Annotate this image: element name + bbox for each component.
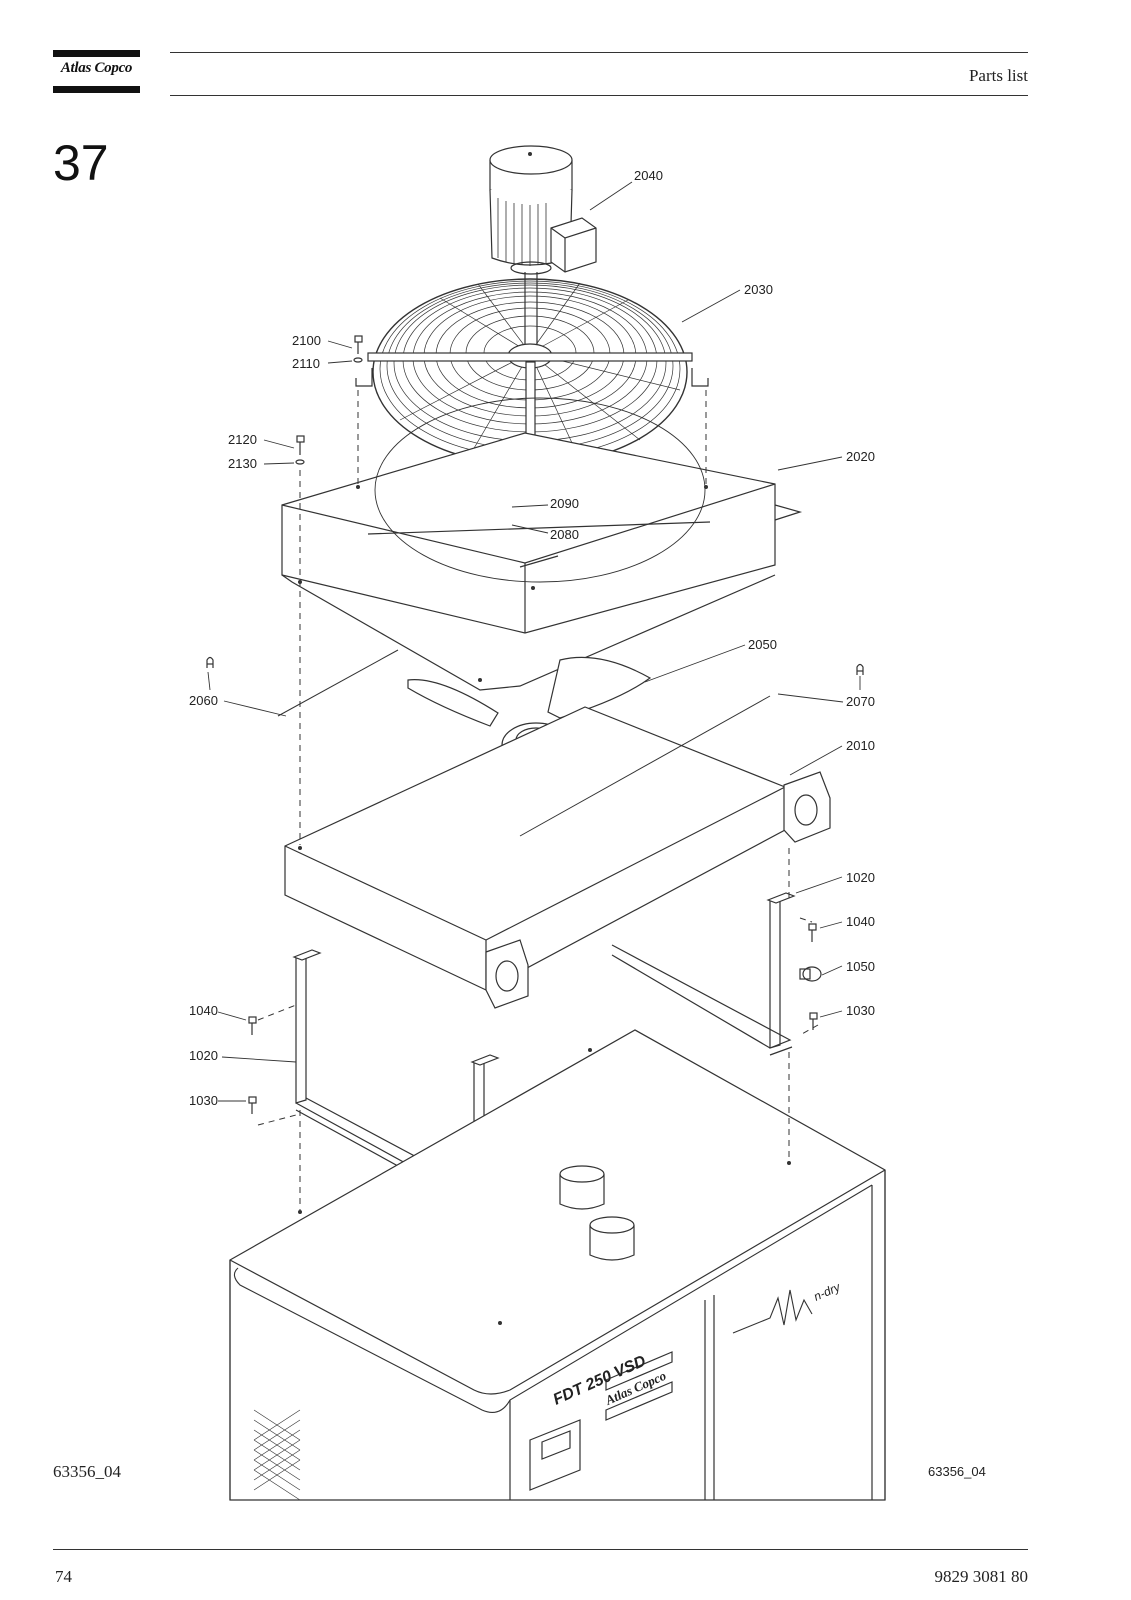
callout-2050: 2050 <box>748 637 777 652</box>
page-number: 74 <box>55 1567 72 1586</box>
callout-2010: 2010 <box>846 738 875 753</box>
leader-lines <box>207 181 861 1102</box>
header-rule-bottom <box>170 95 1028 96</box>
callout-2090: 2090 <box>550 496 579 511</box>
callout-1030-left: 1030 <box>189 1093 218 1108</box>
callout-1030-right: 1030 <box>846 1003 875 1018</box>
bolt-2100 <box>353 335 363 363</box>
callout-2030: 2030 <box>744 282 773 297</box>
callout-1040-left: 1040 <box>189 1003 218 1018</box>
clip-2070 <box>856 663 864 675</box>
cooler-block <box>277 649 831 1009</box>
callout-2060: 2060 <box>189 693 218 708</box>
clamp-1050 <box>799 966 822 982</box>
dryer-cabinet <box>229 1029 886 1501</box>
assembly-guide-lines <box>257 390 819 1210</box>
bolt-1040-left <box>248 1016 257 1035</box>
callout-1020-left: 1020 <box>189 1048 218 1063</box>
support-frame-right <box>611 892 796 1056</box>
callout-1020-right: 1020 <box>846 870 875 885</box>
callout-1040-right: 1040 <box>846 914 875 929</box>
bolt-1040-right <box>808 923 817 942</box>
figure-ref-right: 63356_04 <box>928 1464 986 1479</box>
atlas-copco-logo: Atlas Copco <box>53 50 140 93</box>
clip-2060 <box>206 656 214 668</box>
fan-motor <box>489 145 597 360</box>
fan-shroud <box>281 397 803 691</box>
callout-2020: 2020 <box>846 449 875 464</box>
callout-2120: 2120 <box>228 432 257 447</box>
callout-2070: 2070 <box>846 694 875 709</box>
header-rule-top <box>170 52 1028 53</box>
callout-1050: 1050 <box>846 959 875 974</box>
callout-2100: 2100 <box>292 333 321 348</box>
footer-rule <box>53 1549 1028 1550</box>
fastener-dots <box>298 152 791 1325</box>
bolt-2120 <box>295 435 305 465</box>
callout-2130: 2130 <box>228 456 257 471</box>
callout-2080: 2080 <box>550 527 579 542</box>
figure-ref-left: 63356_04 <box>53 1462 121 1481</box>
chapter-number: 37 <box>53 135 109 191</box>
callout-2040: 2040 <box>634 168 663 183</box>
logo-wordmark: Atlas Copco <box>60 60 133 76</box>
callout-2110: 2110 <box>292 356 320 371</box>
section-title: Parts list <box>968 66 1028 85</box>
document-number: 9829 3081 80 <box>934 1567 1029 1586</box>
bolt-1030-left <box>248 1096 257 1114</box>
